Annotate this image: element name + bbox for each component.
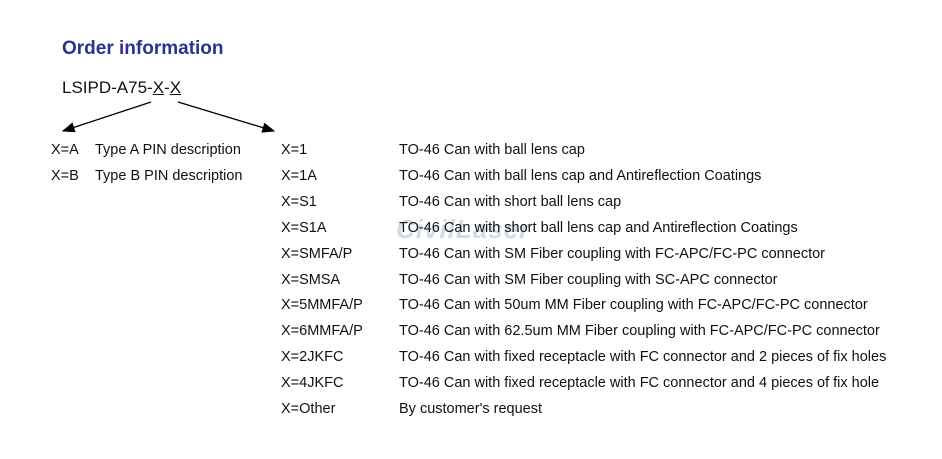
left-option-code: X=B	[51, 168, 79, 184]
left-option-desc: Type B PIN description	[95, 168, 243, 184]
arrow-right-icon	[177, 101, 276, 133]
right-option-desc: TO-46 Can with ball lens cap	[399, 142, 585, 158]
part-variable-1: X	[152, 78, 165, 97]
left-option-code: X=A	[51, 142, 79, 158]
part-prefix: LSIPD-A75-	[62, 78, 153, 97]
part-number: LSIPD-A75-X-X	[62, 78, 181, 98]
right-option-desc: TO-46 Can with 50um MM Fiber coupling wi…	[399, 297, 868, 314]
right-option-code: X=1	[281, 142, 308, 158]
right-option-code: X=SMSA	[281, 271, 341, 288]
right-option-desc: TO-46 Can with SM Fiber coupling with FC…	[399, 245, 826, 262]
watermark: CivilLaser	[396, 214, 531, 244]
right-option-code: X=SMFA/P	[281, 245, 353, 262]
right-option-desc: TO-46 Can with 62.5um MM Fiber coupling …	[399, 323, 880, 340]
right-option-code: X=1A	[281, 167, 317, 184]
part-separator: -	[164, 78, 170, 97]
right-option-code: X=4JKFC	[281, 375, 344, 392]
arrow-left-icon	[61, 101, 152, 133]
page-title: Order information	[62, 38, 224, 59]
right-option-desc: TO-46 Can with ball lens cap and Antiref…	[399, 167, 762, 184]
right-option-code: X=S1	[281, 193, 317, 210]
right-option-desc: TO-46 Can with short ball lens cap and A…	[399, 219, 798, 236]
right-option-desc: TO-46 Can with short ball lens cap	[399, 193, 622, 210]
right-option-code: X=Other	[281, 401, 336, 417]
right-option-code: X=S1A	[281, 219, 327, 236]
right-option-desc: TO-46 Can with SM Fiber coupling with SC…	[399, 271, 778, 288]
part-variable-2: X	[169, 78, 182, 97]
left-option-desc: Type A PIN description	[95, 142, 241, 158]
right-option-code: X=6MMFA/P	[281, 323, 363, 340]
right-option-desc: TO-46 Can with fixed receptacle with FC …	[399, 349, 887, 366]
right-option-code: X=2JKFC	[281, 349, 344, 366]
right-option-desc: By customer's request	[399, 401, 542, 417]
right-option-code: X=5MMFA/P	[281, 297, 363, 314]
right-option-desc: TO-46 Can with fixed receptacle with FC …	[399, 375, 880, 392]
